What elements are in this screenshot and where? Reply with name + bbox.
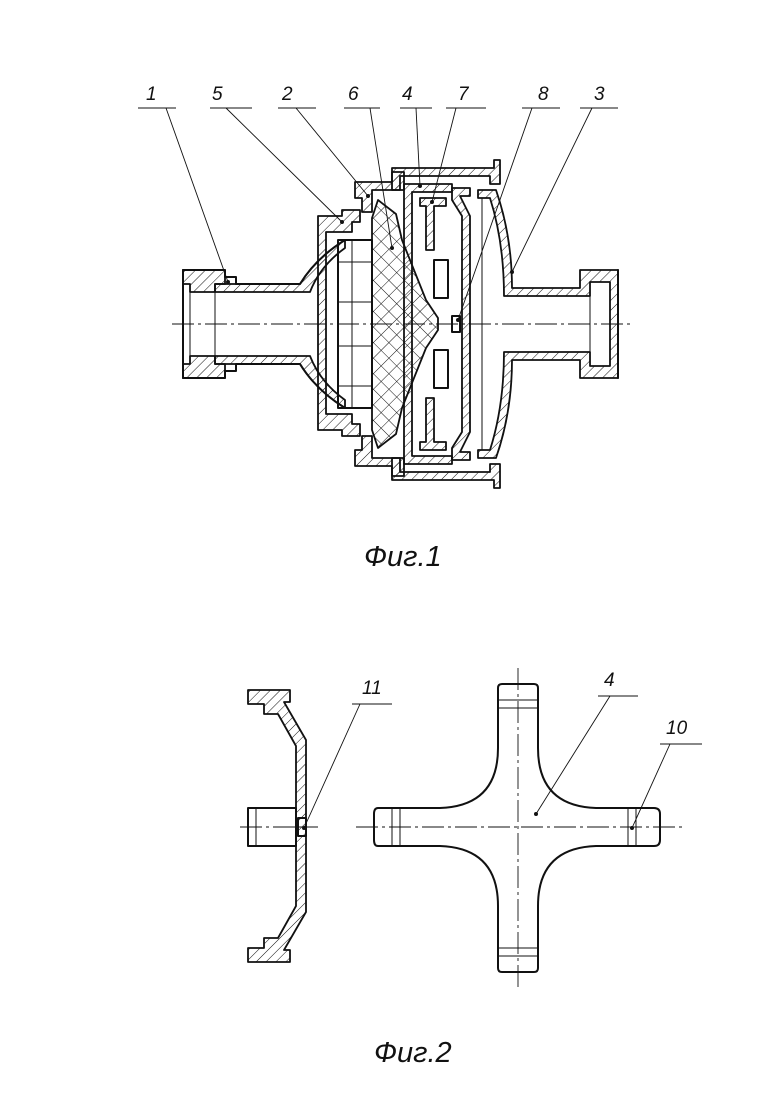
fig1-label-3: 3: [594, 84, 605, 105]
fig1-label-8: 8: [538, 84, 549, 105]
cross-outline: [374, 684, 660, 972]
cross-plan-view: 4 10: [356, 668, 702, 990]
figure-1: 1 5 2 6 4 7 8 3 Фиг.1: [138, 84, 632, 573]
disk-section-view: 11: [240, 678, 392, 962]
fig2-label-4: 4: [604, 670, 615, 691]
fig2-label-10: 10: [666, 718, 688, 739]
figure-2: 11 4 10 Фиг.2: [240, 668, 702, 1069]
fig1-label-6: 6: [348, 84, 359, 105]
fig1-label-4: 4: [402, 84, 413, 105]
fig1-label-1: 1: [146, 84, 157, 105]
fig1-label-2: 2: [281, 84, 293, 105]
fig1-label-5: 5: [212, 84, 223, 105]
fig1-label-7: 7: [458, 84, 470, 105]
fig1-caption: Фиг.1: [364, 541, 442, 573]
fig2-caption: Фиг.2: [374, 1037, 452, 1069]
fig2-label-11: 11: [362, 678, 382, 699]
